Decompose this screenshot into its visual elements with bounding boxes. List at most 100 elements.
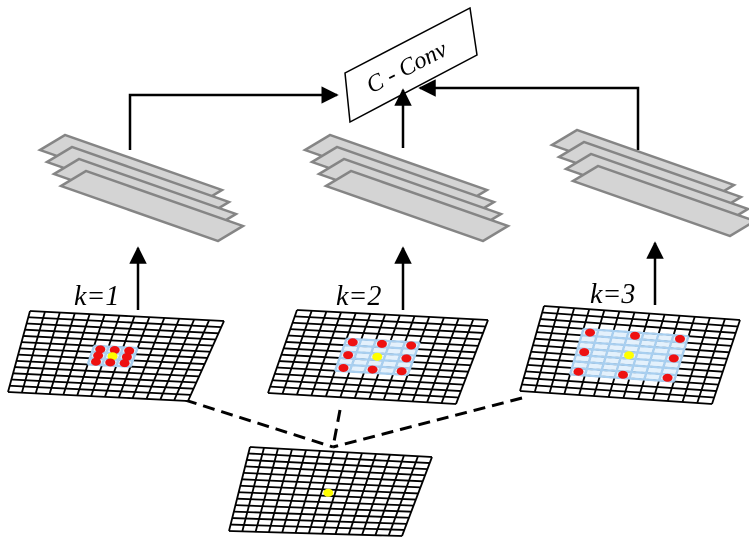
grid-line: [296, 311, 328, 395]
grid-line: [548, 307, 576, 394]
sample-point: [367, 365, 378, 374]
branch-label-2: k=2: [336, 281, 381, 312]
grid-line: [20, 311, 46, 393]
sample-point: [618, 370, 628, 379]
grid-line: [24, 328, 216, 341]
grid-line: [14, 366, 200, 378]
grid-line: [34, 312, 61, 394]
grid-line: [543, 305, 741, 321]
feature-stack-3: [549, 128, 749, 238]
center-point: [323, 488, 334, 497]
grid-k1: [7, 310, 225, 402]
sample-point: [121, 352, 132, 361]
sample-point: [401, 354, 412, 363]
receptive-field-line: [573, 360, 679, 370]
sample-point: [406, 341, 417, 350]
receptive-field-line: [598, 330, 615, 377]
grid-line: [237, 497, 414, 507]
sample-point: [119, 359, 130, 368]
sample-point: [343, 351, 354, 360]
dashed-connectors: [184, 396, 523, 449]
grid-line: [145, 318, 181, 400]
grid-line: [696, 318, 726, 404]
sample-point: [579, 348, 590, 357]
receptive-field-line: [658, 334, 675, 381]
receptive-field-line: [613, 331, 630, 378]
receptive-field-line: [583, 329, 600, 376]
grid-line: [13, 372, 197, 384]
sample-point: [376, 339, 387, 348]
sample-point: [396, 367, 407, 376]
grid-input: [228, 446, 433, 537]
grid-line: [228, 446, 251, 532]
grid-line: [374, 455, 405, 536]
grid-line: [334, 452, 363, 535]
grid-line: [387, 455, 419, 536]
sample-point: [105, 358, 116, 367]
feature-map-layer: [58, 169, 246, 243]
sampling-grids: [7, 305, 741, 537]
sample-point: [95, 345, 106, 354]
sample-point: [662, 373, 673, 382]
sample-point: [90, 357, 101, 366]
grid-line: [232, 517, 407, 525]
grid-line: [711, 319, 741, 405]
grid-line: [249, 446, 433, 458]
grid-line: [274, 372, 464, 386]
center-point: [372, 352, 383, 361]
sample-point: [109, 346, 120, 355]
grid-line: [131, 317, 166, 399]
grid-line: [294, 315, 486, 328]
grid-line: [540, 318, 736, 334]
sample-point: [124, 346, 135, 355]
grid-line: [26, 322, 219, 335]
grid-line: [294, 450, 321, 534]
cconv-block: C - Conv: [344, 6, 478, 124]
grid-line: [455, 319, 489, 405]
receptive-field-line: [86, 345, 96, 365]
grid-line: [290, 328, 481, 341]
grid-line: [270, 385, 459, 399]
grid-line: [426, 318, 460, 403]
grid-line: [267, 392, 457, 405]
branch-label-3: k=3: [590, 279, 635, 310]
sample-point: [585, 328, 596, 337]
grid-line: [292, 321, 484, 334]
grid-line: [28, 316, 222, 329]
receptive-field-line: [672, 335, 690, 382]
grid-line: [248, 452, 430, 464]
grid-line: [347, 453, 377, 535]
grid-line: [29, 310, 225, 322]
receptive-field-line: [406, 342, 421, 376]
grid-line: [228, 530, 403, 537]
feature-stack-1: [37, 133, 246, 243]
grid-line: [361, 454, 391, 536]
grid-line: [542, 311, 738, 328]
grid-line: [521, 383, 715, 399]
connector-left: [128, 86, 339, 150]
grid-line: [440, 318, 475, 404]
receptive-field-line: [129, 347, 139, 368]
connector-right: [418, 79, 640, 150]
grid-line: [519, 305, 545, 392]
grid-line: [533, 306, 560, 393]
grid-line: [62, 313, 91, 396]
grid-line: [243, 471, 423, 483]
grid-line: [254, 448, 279, 533]
grid-line: [9, 384, 191, 396]
grid-line: [245, 465, 426, 477]
grid-line: [272, 379, 461, 392]
grid-line: [267, 309, 298, 394]
grid-line: [268, 449, 293, 533]
receptive-field-line: [115, 346, 125, 367]
grid-line: [23, 335, 213, 347]
grid-line: [7, 391, 189, 402]
grid-line: [307, 451, 335, 534]
grid-line: [681, 317, 711, 403]
grid-line: [281, 449, 307, 533]
feature-map-layer: [570, 164, 749, 238]
receptive-field-line: [628, 332, 645, 379]
sample-point: [668, 354, 679, 363]
grid-line: [233, 510, 409, 519]
